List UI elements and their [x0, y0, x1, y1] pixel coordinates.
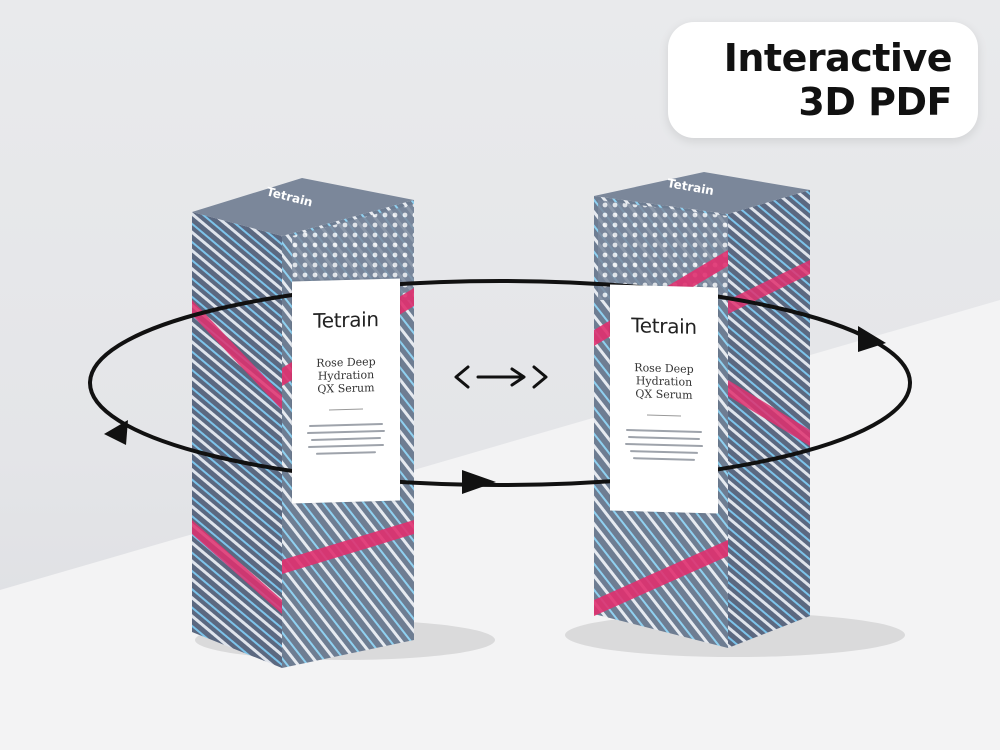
box-left-label: Tetrain Rose Deep Hydration QX Serum — [292, 278, 400, 504]
badge-line2: 3D PDF — [798, 80, 952, 124]
label-fine-print — [307, 422, 385, 460]
label-brand: Tetrain — [631, 313, 697, 339]
label-product-name: Rose Deep Hydration QX Serum — [316, 355, 375, 396]
left-right-arrow-icon — [452, 360, 550, 394]
label-product-name: Rose Deep Hydration QX Serum — [634, 361, 693, 402]
interactive-3d-pdf-badge: Interactive 3D PDF — [668, 22, 978, 138]
label-fine-print — [625, 428, 703, 466]
label-brand: Tetrain — [313, 307, 379, 333]
product-line: QX Serum — [317, 381, 375, 396]
box-left-dots — [292, 204, 414, 300]
label-divider — [329, 408, 363, 411]
label-divider — [647, 414, 681, 417]
box-left-top — [192, 178, 414, 236]
badge-line1: Interactive — [723, 36, 953, 80]
box-right-label: Tetrain Rose Deep Hydration QX Serum — [610, 284, 718, 514]
box-right-top — [594, 172, 810, 214]
product-line: QX Serum — [635, 387, 693, 402]
rotation-orbit-icon — [88, 279, 912, 494]
